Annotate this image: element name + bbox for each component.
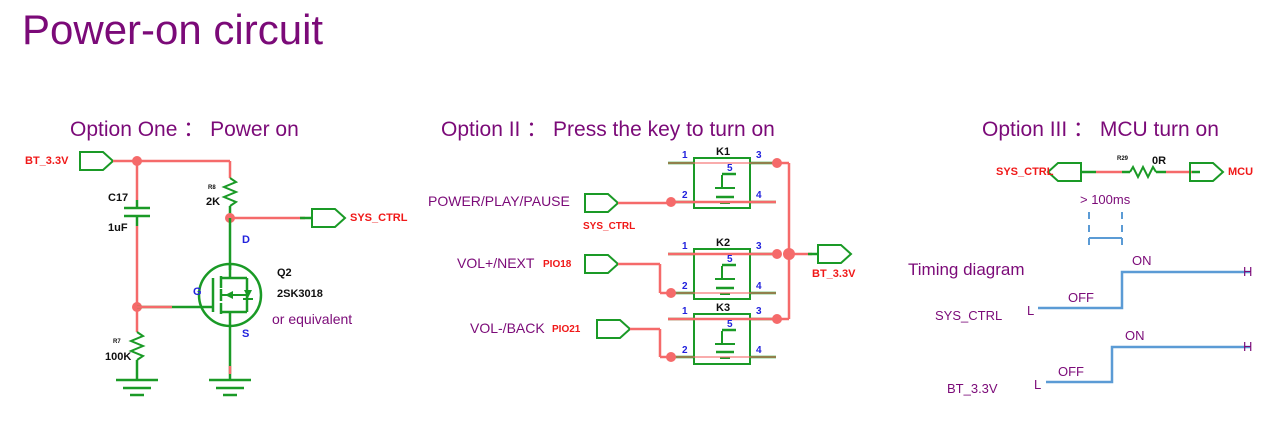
net-label-mcu: MCU xyxy=(1228,166,1254,178)
designator-r29: R29 xyxy=(1117,156,1129,162)
pin-k2-5: 5 xyxy=(727,254,733,265)
value-r8: 2K xyxy=(206,196,221,208)
pin-k2-1: 1 xyxy=(682,241,688,252)
pin-k3-2: 2 xyxy=(682,345,688,356)
value-r7: 100K xyxy=(105,351,132,363)
signal-name-sys-ctrl: SYS_CTRL xyxy=(935,308,1003,323)
port-pio18-symbol xyxy=(584,254,620,274)
designator-c17: C17 xyxy=(108,192,129,204)
designator-q2: Q2 xyxy=(277,267,292,279)
designator-k1: K1 xyxy=(716,146,731,158)
mosfet-pin-drain: D xyxy=(242,234,250,246)
net-label-sys-ctrl-k1: SYS_CTRL xyxy=(583,221,636,232)
option2-schematic xyxy=(584,157,853,365)
signal-before-sys-ctrl: OFF xyxy=(1068,290,1094,305)
signal-name-bt33v: BT_3.3V xyxy=(947,381,998,396)
option1-heading: Option One ： Power on xyxy=(70,118,299,141)
designator-k2: K2 xyxy=(716,237,731,249)
pin-k1-2: 2 xyxy=(682,190,688,201)
pin-k2-2: 2 xyxy=(682,281,688,292)
port-sys-ctrl-symbol xyxy=(311,208,347,228)
value-c17: 1uF xyxy=(108,222,128,234)
note-q2-equivalent: or equivalent xyxy=(272,311,353,327)
designator-r8: R8 xyxy=(208,185,216,191)
pin-k1-4: 4 xyxy=(756,190,762,201)
pin-k1-3: 3 xyxy=(756,150,762,161)
port-pio21-symbol xyxy=(596,319,632,339)
port-bt33v-symbol xyxy=(817,244,853,264)
option1-schematic xyxy=(79,151,347,397)
switch-k1-body xyxy=(693,157,751,209)
port-sys-ctrl-symbol xyxy=(1046,162,1082,182)
switch-k3-body xyxy=(693,313,751,365)
signal-before-bt33v: OFF xyxy=(1058,364,1084,379)
value-q2: 2SK3018 xyxy=(277,288,323,300)
net-label-sys-ctrl-mcu: SYS_CTRL xyxy=(996,166,1054,178)
resistor-r8-symbol xyxy=(221,177,239,207)
net-label-bt33v-rail: BT_3.3V xyxy=(812,268,856,280)
net-label-pio18: PIO18 xyxy=(543,259,572,270)
waveform-bt33v xyxy=(1046,345,1250,384)
option2-heading: Option II ： Press the key to turn on xyxy=(441,118,775,141)
pin-k3-5: 5 xyxy=(727,319,733,330)
option3-schematic xyxy=(1038,162,1250,384)
key-function-k1: POWER/PLAY/PAUSE xyxy=(428,193,570,209)
option3-heading: Option III ： MCU turn on xyxy=(982,118,1219,141)
waveform-sys-ctrl xyxy=(1038,270,1250,310)
signal-low-sys-ctrl: L xyxy=(1027,303,1035,318)
signal-high-bt33v: H xyxy=(1243,339,1253,354)
pin-k2-4: 4 xyxy=(756,281,762,292)
pin-k1-5: 5 xyxy=(727,163,733,174)
designator-k3: K3 xyxy=(716,302,731,314)
page-title: Power-on circuit xyxy=(22,6,324,53)
pin-k2-3: 3 xyxy=(756,241,762,252)
resistor-r29-symbol xyxy=(1129,164,1157,180)
signal-high-sys-ctrl: H xyxy=(1243,264,1253,279)
port-bt33v-symbol xyxy=(79,151,115,171)
net-label-bt33v: BT_3.3V xyxy=(25,155,69,167)
mosfet-pin-gate: G xyxy=(193,286,202,298)
signal-after-bt33v: ON xyxy=(1125,328,1145,343)
junction-dot xyxy=(772,249,782,259)
value-r29: 0R xyxy=(1152,155,1167,167)
signal-after-sys-ctrl: ON xyxy=(1132,253,1152,268)
port-sys-ctrl-symbol xyxy=(584,193,620,213)
designator-r7: R7 xyxy=(113,339,121,345)
signal-low-bt33v: L xyxy=(1034,377,1042,392)
mosfet-pin-source: S xyxy=(242,328,250,340)
pin-k1-1: 1 xyxy=(682,150,688,161)
port-mcu-symbol xyxy=(1189,162,1225,182)
pin-k3-1: 1 xyxy=(682,306,688,317)
key-function-k2: VOL+/NEXT xyxy=(457,255,535,271)
net-label-sys-ctrl: SYS_CTRL xyxy=(350,212,408,224)
switch-k2-body xyxy=(693,248,751,300)
pulse-width-label: > 100ms xyxy=(1080,192,1131,207)
pin-k3-4: 4 xyxy=(756,345,762,356)
key-function-k3: VOL-/BACK xyxy=(470,320,545,336)
timing-diagram-caption: Timing diagram xyxy=(908,260,1025,279)
resistor-r7-symbol xyxy=(128,331,146,361)
net-label-pio21: PIO21 xyxy=(552,324,581,335)
pin-k3-3: 3 xyxy=(756,306,762,317)
